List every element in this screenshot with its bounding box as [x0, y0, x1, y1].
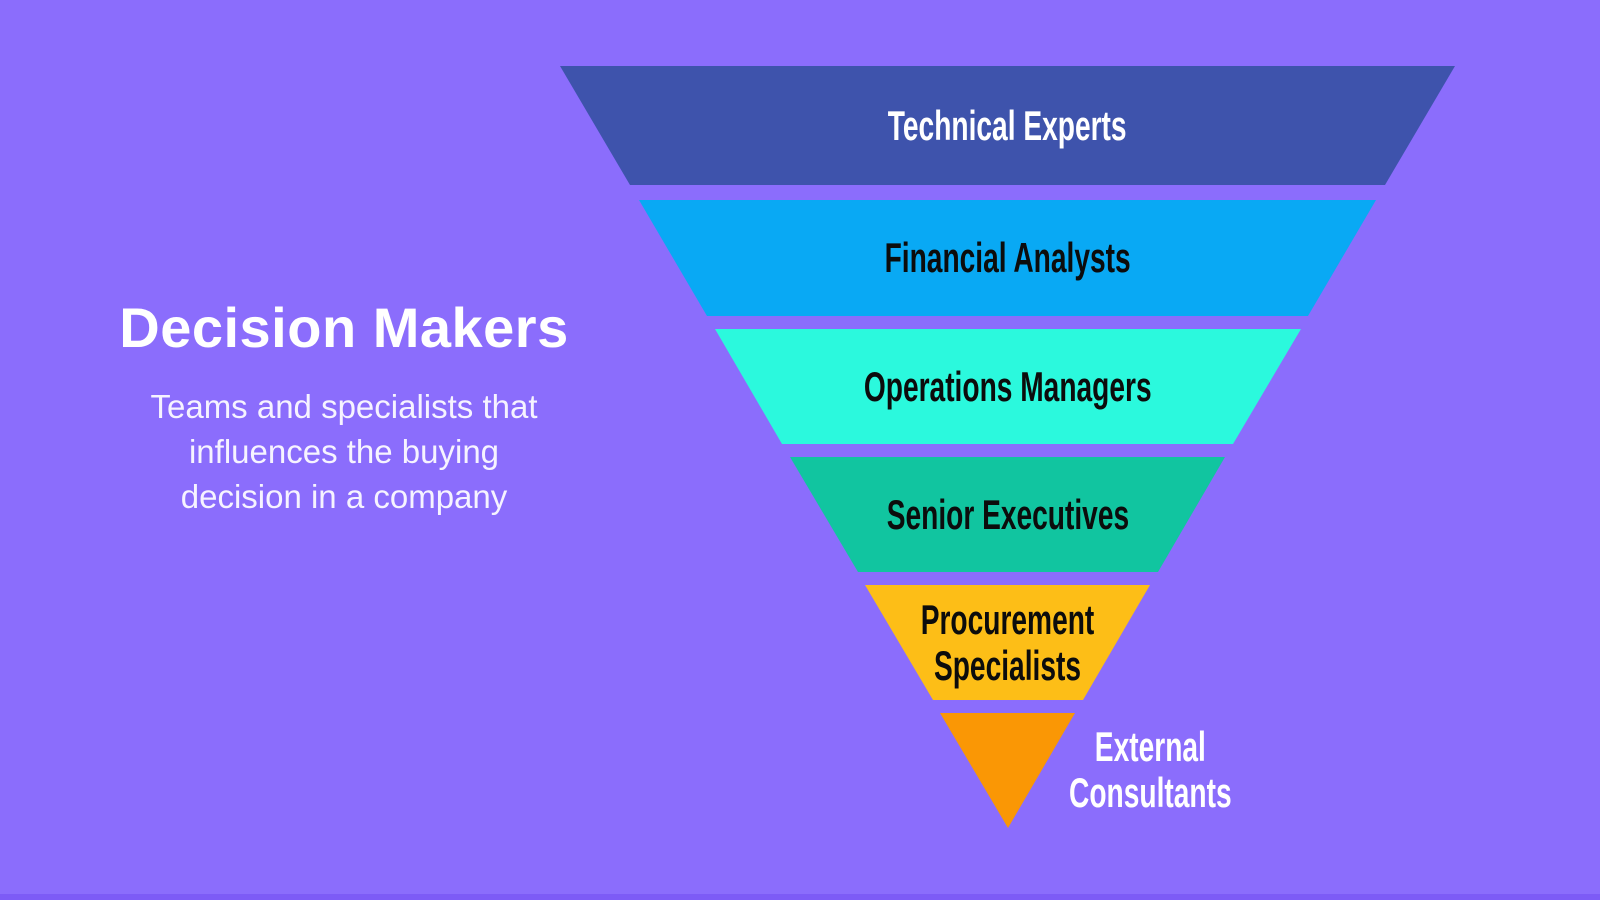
funnel-level-4-shape: [790, 457, 1225, 572]
funnel-level-1-shape: [560, 66, 1455, 185]
page-subtitle: Teams and specialists that influences th…: [60, 384, 628, 519]
funnel-level-3-shape: [715, 329, 1301, 444]
funnel-level-6-shape: [940, 713, 1075, 828]
page-title: Decision Makers: [119, 296, 569, 359]
page-subtitle-line: decision in a company: [180, 478, 508, 515]
left-text-panel: Decision Makers Teams and specialists th…: [60, 296, 628, 519]
funnel-level-2-shape: [639, 200, 1376, 316]
page-subtitle-line: influences the buying: [188, 433, 500, 470]
funnel-level-5-shape: [865, 585, 1150, 700]
page-subtitle-line: Teams and specialists that: [150, 388, 538, 425]
footer-strip: [0, 894, 1600, 900]
